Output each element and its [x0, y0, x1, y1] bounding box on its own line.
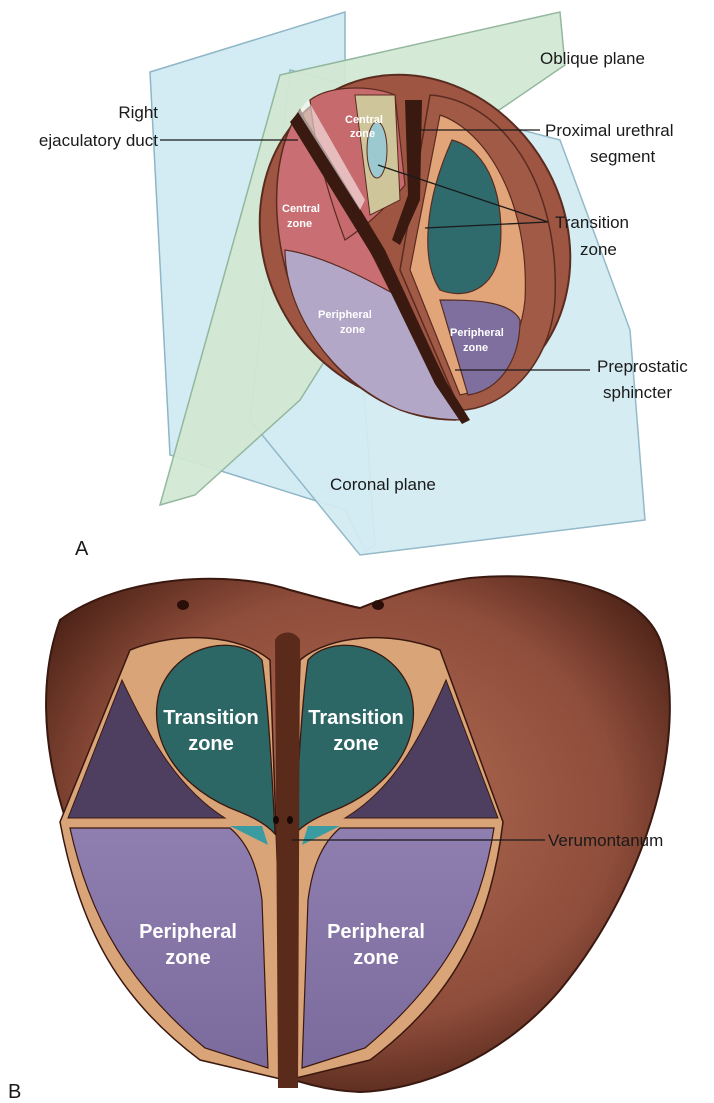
- transition-zone-label-2: zone: [580, 240, 617, 259]
- proximal-urethral-label-2: segment: [590, 147, 655, 166]
- transition-zone-left-label-2: zone: [188, 733, 234, 755]
- peripheral-zone-right-label-2: zone: [353, 947, 399, 969]
- verumontanum-label: Verumontanum: [548, 831, 663, 850]
- panel-a-label: A: [75, 538, 89, 560]
- central-zone-label-upper-2: zone: [350, 128, 375, 140]
- transition-zone-left-label-1: Transition: [163, 707, 259, 729]
- peripheral-zone-label-left-1: Peripheral: [318, 309, 372, 321]
- urethra-column-b: [275, 633, 300, 1089]
- verumontanum-pore-right: [287, 816, 293, 824]
- central-zone-label-lower-2: zone: [287, 218, 312, 230]
- central-zone-label-lower-1: Central: [282, 203, 320, 215]
- right-pit: [372, 600, 384, 610]
- panel-b-label: B: [8, 1081, 21, 1103]
- transition-zone-right-label-1: Transition: [308, 707, 404, 729]
- verumontanum-pore-left: [273, 816, 279, 824]
- proximal-urethral-label-1: Proximal urethral: [545, 121, 674, 140]
- peripheral-zone-label-right-2: zone: [463, 342, 488, 354]
- preprostatic-sphincter-label-2: sphincter: [603, 383, 672, 402]
- preprostatic-sphincter-label-1: Preprostatic: [597, 357, 688, 376]
- peripheral-zone-right-label-1: Peripheral: [327, 921, 425, 943]
- oblique-plane-label: Oblique plane: [540, 49, 645, 68]
- transition-zone-label-1: Transition: [555, 213, 629, 232]
- peripheral-zone-label-right-1: Peripheral: [450, 327, 504, 339]
- peripheral-zone-left-label-1: Peripheral: [139, 921, 237, 943]
- peripheral-zone-label-left-2: zone: [340, 324, 365, 336]
- coronal-plane-label: Coronal plane: [330, 475, 436, 494]
- central-zone-label-upper-1: Central: [345, 114, 383, 126]
- transition-zone-right-label-2: zone: [333, 733, 379, 755]
- panel-b: Transition zone Transition zone Peripher…: [8, 576, 670, 1103]
- left-pit: [177, 600, 189, 610]
- right-ejaculatory-duct-label-2: ejaculatory duct: [39, 131, 158, 150]
- peripheral-zone-left-label-2: zone: [165, 947, 211, 969]
- right-ejaculatory-duct-label-1: Right: [118, 103, 158, 122]
- panel-a: Central zone Central zone Peripheral zon…: [39, 12, 688, 560]
